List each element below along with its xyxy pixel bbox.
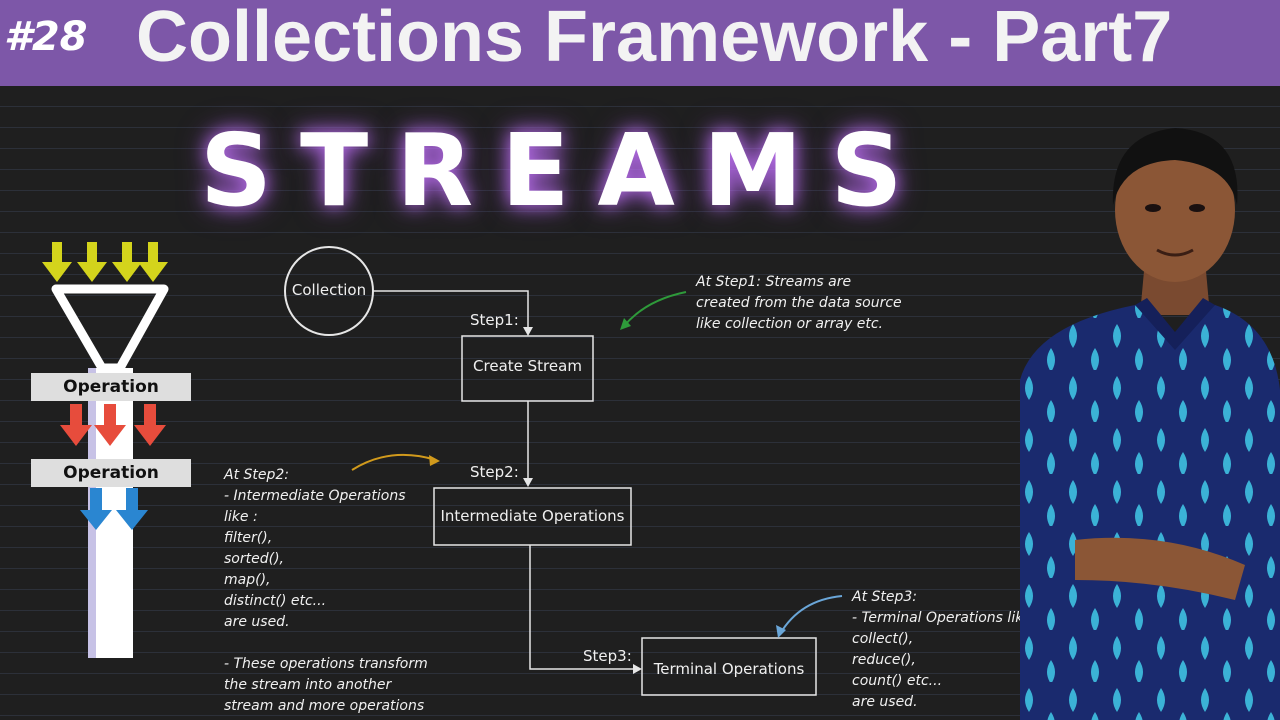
step1-label: Step1: xyxy=(470,311,519,329)
presenter-photo xyxy=(1020,128,1280,720)
terminal-box xyxy=(641,637,817,696)
terminal-label: Terminal Operations xyxy=(653,660,805,678)
intermediate-label: Intermediate Operations xyxy=(440,507,625,525)
note-line: sorted(), xyxy=(224,551,284,567)
step1-note: At Step1: Streams are created from the d… xyxy=(696,272,902,335)
step3-label: Step3: xyxy=(583,647,632,665)
mid-arrows-red xyxy=(60,404,166,446)
output-arrows-blue xyxy=(80,488,148,530)
create-stream-label: Create Stream xyxy=(473,357,582,375)
operation-label-2: Operation xyxy=(31,459,191,487)
note-line: - These operations transform xyxy=(224,656,428,672)
intermediate-box xyxy=(433,487,632,546)
note-line: distinct() etc... xyxy=(224,593,327,609)
note-line xyxy=(224,633,428,654)
note-arrow-orange xyxy=(351,453,437,471)
note-line: At Step1: Streams are xyxy=(696,274,852,290)
note-line: created from the data source xyxy=(696,295,902,311)
note-line: are used. xyxy=(852,694,918,710)
note-line: filter(), xyxy=(224,530,273,546)
collection-label: Collection xyxy=(291,281,367,299)
note-line: collect(), xyxy=(852,631,914,647)
step2-label: Step2: xyxy=(470,463,519,481)
hero-title: STREAMS xyxy=(200,112,931,229)
note-line: like : xyxy=(224,509,258,525)
note-line: like collection or array etc. xyxy=(696,316,883,332)
step3-note: At Step3: - Terminal Operations like : c… xyxy=(852,587,1041,713)
note-line: map(), xyxy=(224,572,271,588)
note-line: the stream into another xyxy=(224,677,392,693)
episode-number: #28 xyxy=(4,14,88,60)
note-line: - Intermediate Operations xyxy=(224,488,406,504)
operation-label-1: Operation xyxy=(31,373,191,401)
note-line: stream and more operations xyxy=(224,698,425,714)
note-line: count() etc... xyxy=(852,673,943,689)
note-arrow-green xyxy=(623,291,687,327)
header-title: Collections Framework - Part7 xyxy=(136,0,1173,77)
connector-collection-to-create xyxy=(373,290,529,334)
input-arrows-yellow xyxy=(42,242,168,282)
note-arrow-blue xyxy=(779,595,843,635)
note-line: are used. xyxy=(224,614,290,630)
header-banner: #28 Collections Framework - Part7 xyxy=(0,0,1280,86)
note-line: At Step3: xyxy=(852,589,918,605)
connector-intermediate-to-terminal xyxy=(529,545,640,670)
note-line: - Terminal Operations like : xyxy=(852,610,1042,626)
note-line: At Step2: xyxy=(224,467,290,483)
note-line: reduce(), xyxy=(852,652,916,668)
step2-note: At Step2: - Intermediate Operations like… xyxy=(224,465,428,717)
funnel-illustration xyxy=(42,242,169,658)
funnel-shape xyxy=(51,284,169,373)
